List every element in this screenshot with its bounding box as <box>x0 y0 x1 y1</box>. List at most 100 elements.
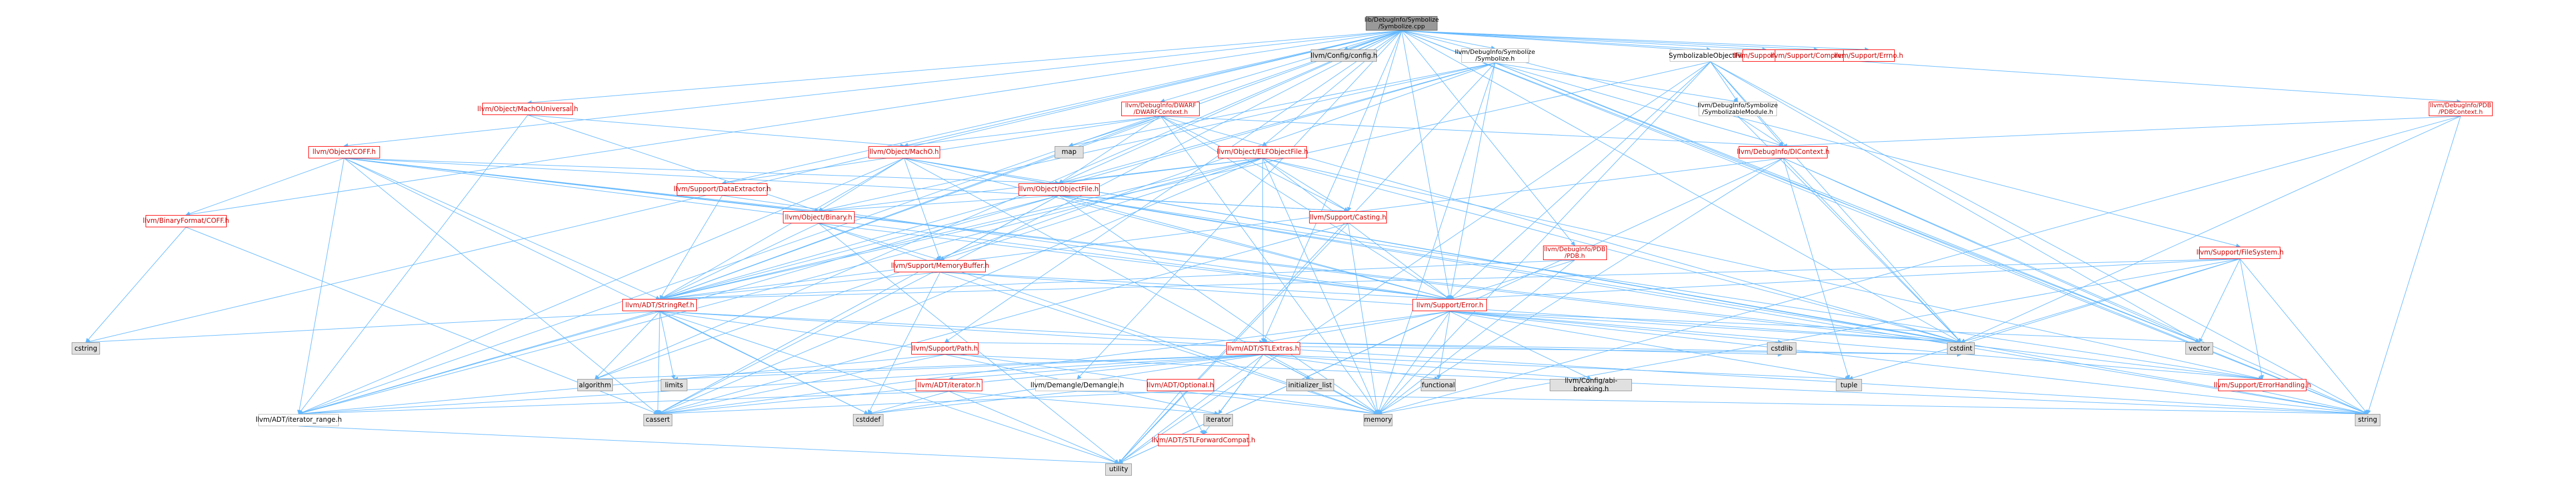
node-dwarfctx[interactable]: llvm/DebugInfo/DWARF /DWARFContext.h <box>1121 102 1200 117</box>
edge-path-to-string <box>945 354 2368 416</box>
node-tuple[interactable]: tuple <box>1836 379 1862 392</box>
edge-membuf-to-stringref <box>659 272 940 301</box>
edge-root-to-cstdint <box>1401 30 1962 343</box>
node-cstring[interactable]: cstring <box>71 342 101 355</box>
node-stringref[interactable]: llvm/ADT/StringRef.h <box>622 299 697 312</box>
node-symfile[interactable]: SymbolizableObjectFile.h <box>1669 49 1753 62</box>
node-cstdint[interactable]: cstdint <box>1947 342 1975 355</box>
node-macho[interactable]: llvm/Object/MachO.h <box>868 146 940 158</box>
node-algorithm[interactable]: algorithm <box>577 379 613 392</box>
edge-stlextras-to-functional <box>1263 354 1439 381</box>
node-map[interactable]: map <box>1055 146 1084 158</box>
node-cstdlib[interactable]: cstdlib <box>1767 342 1797 355</box>
node-error[interactable]: llvm/Support/Error.h <box>1412 299 1487 312</box>
edge-dataextr-to-stringref <box>659 195 723 300</box>
node-bincoff[interactable]: llvm/BinaryFormat/COFF.h <box>143 214 229 227</box>
edge-stringref-to-stlextras <box>660 311 1264 345</box>
edge-root-to-cassert <box>657 30 1402 415</box>
node-filesystem[interactable]: llvm/Support/FileSystem.h <box>2196 246 2284 259</box>
edge-error-to-tuple <box>1450 311 1850 381</box>
node-functional[interactable]: functional <box>1420 379 1456 392</box>
node-objfile[interactable]: llvm/Object/ObjectFile.h <box>1018 183 1100 196</box>
node-dataextr[interactable]: llvm/Support/DataExtractor.h <box>673 183 771 196</box>
edge-filesystem-to-memory <box>1377 258 2240 416</box>
edge-symmodule-to-dicontext <box>1738 116 1784 147</box>
edge-pdbctx-to-string <box>2367 116 2461 415</box>
node-errhandling[interactable]: llvm/Support/ErrorHandling.h <box>2214 379 2311 392</box>
node-config[interactable]: llvm/Config/config.h <box>1311 49 1377 62</box>
node-compression[interactable]: llvm/Support/Compression.h <box>1770 49 1865 62</box>
edge-coff-to-iterrange <box>297 158 345 415</box>
node-membuf[interactable]: llvm/Support/MemoryBuffer.h <box>891 260 989 272</box>
edge-objfile-to-memory <box>1059 195 1379 415</box>
edge-root-to-dwarfctx <box>1160 30 1402 103</box>
edge-objfile-to-error <box>1059 195 1451 301</box>
node-initlist[interactable]: initializer_list <box>1286 379 1334 392</box>
edge-elfobj-to-stlextras <box>1261 158 1266 343</box>
node-string[interactable]: string <box>2354 413 2381 426</box>
node-vector[interactable]: vector <box>2185 342 2213 355</box>
node-binary[interactable]: llvm/Object/Binary.h <box>782 211 855 224</box>
edge-stlextras-to-adtiter <box>948 354 1264 381</box>
node-cstddef[interactable]: cstddef <box>852 413 883 426</box>
node-errno[interactable]: llvm/Support/Errno.h <box>1834 49 1903 62</box>
edge-dwarfctx-to-map <box>1069 116 1161 147</box>
node-pdb[interactable]: llvm/DebugInfo/PDB /PDB.h <box>1542 245 1607 260</box>
edge-objfile-to-cassert <box>657 195 1059 415</box>
edge-error-to-abibreak <box>1450 311 1592 380</box>
edge-coff-to-cstdint <box>344 158 1962 345</box>
node-memory[interactable]: memory <box>1364 413 1392 426</box>
node-symmodule[interactable]: llvm/DebugInfo/Symbolize /SymbolizableMo… <box>1698 102 1778 117</box>
edge-stringref-to-utility <box>660 311 1120 465</box>
edge-stlextras-to-tuple <box>1263 354 1850 381</box>
edge-objfile-to-cstdint <box>1059 195 1962 344</box>
edge-symbolize_h-to-utility <box>1118 62 1495 464</box>
node-adtiter[interactable]: llvm/ADT/iterator.h <box>915 379 982 392</box>
node-stlfwd[interactable]: llvm/ADT/STLForwardCompat.h <box>1152 434 1255 447</box>
edge-membuf-to-cstddef <box>867 272 941 415</box>
node-casting[interactable]: llvm/Support/Casting.h <box>1309 211 1387 224</box>
node-limits[interactable]: limits <box>660 379 688 392</box>
edge-elfobj-to-casting <box>1262 158 1349 212</box>
edge-macho_univ-to-iterrange <box>298 114 528 415</box>
edge-root-to-casting <box>1347 31 1402 212</box>
node-pdbctx[interactable]: llvm/DebugInfo/PDB /PDBContext.h <box>2428 102 2493 117</box>
node-iterator[interactable]: iterator <box>1204 413 1234 426</box>
node-utility[interactable]: utility <box>1105 463 1132 476</box>
node-optional[interactable]: llvm/ADT/Optional.h <box>1147 379 1214 392</box>
node-path[interactable]: llvm/Support/Path.h <box>911 342 979 355</box>
node-dicontext[interactable]: llvm/DebugInfo/DIContext.h <box>1737 146 1830 158</box>
node-demangle[interactable]: llvm/Demangle/Demangle.h <box>1031 379 1124 392</box>
edge-stringref-to-memory <box>660 311 1379 416</box>
edge-macho-to-binary <box>818 158 905 212</box>
node-coff[interactable]: llvm/Object/COFF.h <box>308 146 380 158</box>
edge-dicontext-to-tuple <box>1783 158 1850 380</box>
node-macho_univ[interactable]: llvm/Object/MachOUniversal.h <box>477 103 578 116</box>
edge-symfile-to-symmodule <box>1710 62 1738 102</box>
edge-root-to-symfile <box>1401 30 1711 52</box>
edge-objfile-to-stringref <box>659 195 1059 301</box>
node-symbolize_h[interactable]: llvm/DebugInfo/Symbolize /Symbolize.h <box>1455 48 1535 63</box>
edge-root-to-elfobj <box>1262 30 1402 147</box>
edge-symfile-to-memory <box>1377 61 1711 415</box>
edge-symfile-to-string <box>1710 61 2368 415</box>
edge-pdbctx-to-cstdint <box>1960 116 2461 343</box>
edge-root-to-crc <box>1401 30 1767 52</box>
edge-macho-to-stringref <box>659 158 905 300</box>
edge-filesystem-to-errhandling <box>2239 258 2264 380</box>
edge-symfile-to-error <box>1449 61 1711 300</box>
edge-root-to-pdbctx <box>1401 30 2462 104</box>
edge-macho_univ-to-macho <box>527 114 905 148</box>
edge-symbolize_h-to-vector <box>1495 62 2200 343</box>
edge-root-to-macho <box>903 30 1402 147</box>
node-stlextras[interactable]: llvm/ADT/STLExtras.h <box>1226 342 1300 355</box>
edge-adtiter-to-iterator <box>948 391 1219 416</box>
edge-symbolize_h-to-memory <box>1377 63 1496 415</box>
node-elfobj[interactable]: llvm/Object/ELFObjectFile.h <box>1217 146 1308 158</box>
node-cassert[interactable]: cassert <box>643 413 672 426</box>
node-iterrange[interactable]: llvm/ADT/iterator_range.h <box>256 413 342 426</box>
edge-symbolize_h-to-string <box>1495 62 2368 415</box>
edge-dicontext-to-string <box>1783 158 2368 415</box>
node-abibreak[interactable]: llvm/Config/abi-breaking.h <box>1550 377 1633 393</box>
